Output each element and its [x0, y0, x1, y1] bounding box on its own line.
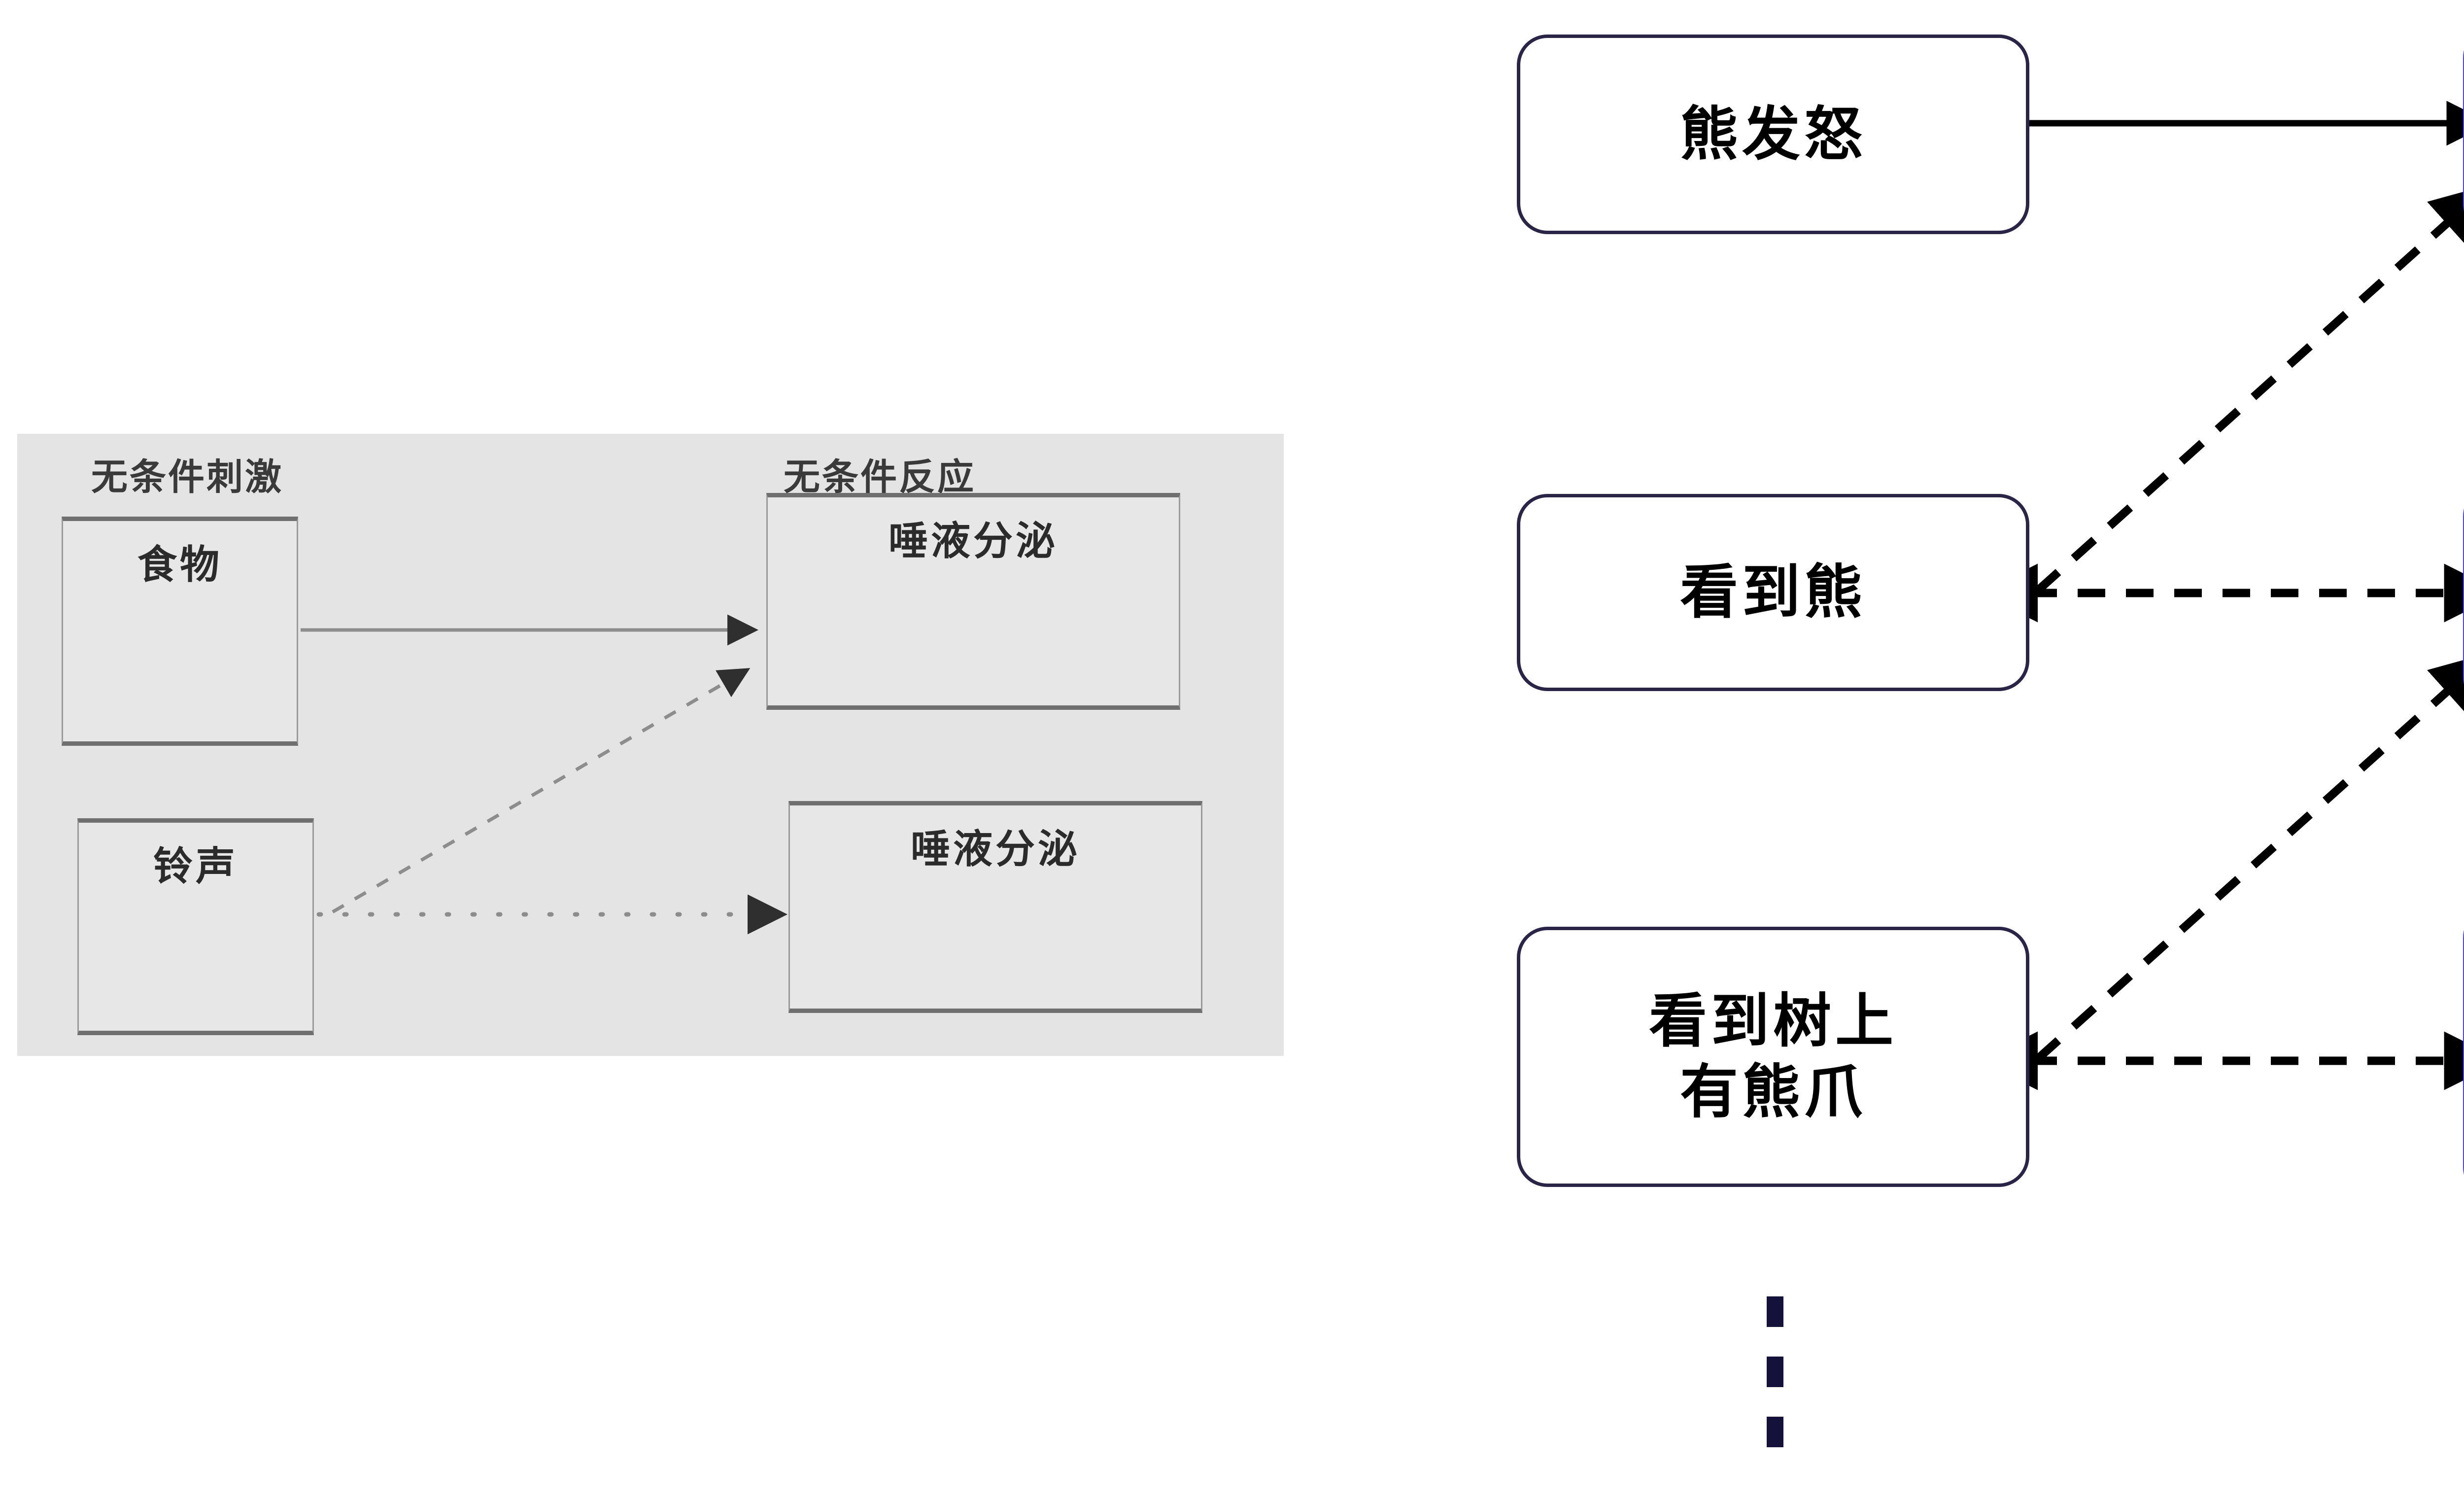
- box-salivation-conditioned-label: 唾液分泌: [911, 826, 1080, 872]
- box-salivation-conditioned: 唾液分泌: [788, 801, 1202, 1013]
- label-unconditioned-stimulus: 无条件刺激: [91, 456, 283, 498]
- box-salivation-unconditioned: 唾液分泌: [766, 493, 1180, 710]
- box-food: 食物: [62, 517, 298, 746]
- ellipsis-dot: [1767, 1296, 1783, 1327]
- node-bear-anger: 熊发怒: [1517, 35, 2029, 234]
- ellipsis-dot: [1767, 1357, 1783, 1387]
- ellipsis-states: [1767, 1296, 1783, 1447]
- node-see-bear-label: 看到熊: [1679, 558, 1866, 627]
- node-see-claw-label: 看到树上 有熊爪: [1649, 986, 1897, 1128]
- node-see-claw-line-2: 有熊爪: [1679, 1058, 1866, 1126]
- box-food-label: 食物: [137, 542, 222, 588]
- arrow-bell-to-unconditioned-salivation: [332, 668, 751, 914]
- edge-see-claw-to-v-s-prime: [2035, 653, 2464, 1062]
- node-see-claw-line-1: 看到树上: [1648, 987, 1897, 1055]
- classical-conditioning-panel: 无条件刺激 无条件反应 条件刺激 条件反应 食物 铃声 唾液分泌 唾液分泌: [17, 434, 1284, 1056]
- classical-conditioning-arrows: [301, 614, 787, 935]
- box-bell: 铃声: [77, 818, 314, 1035]
- node-see-claw: 看到树上 有熊爪: [1517, 927, 2029, 1187]
- edge-see-bear-to-reward: [2035, 184, 2464, 594]
- label-unconditioned-response: 无条件反应: [784, 456, 976, 498]
- node-bear-anger-label: 熊发怒: [1679, 100, 1866, 168]
- ellipsis-dot: [1767, 1417, 1783, 1447]
- box-bell-label: 铃声: [153, 843, 238, 889]
- node-see-bear: 看到熊: [1517, 494, 2029, 691]
- box-salivation-unconditioned-label: 唾液分泌: [889, 518, 1058, 564]
